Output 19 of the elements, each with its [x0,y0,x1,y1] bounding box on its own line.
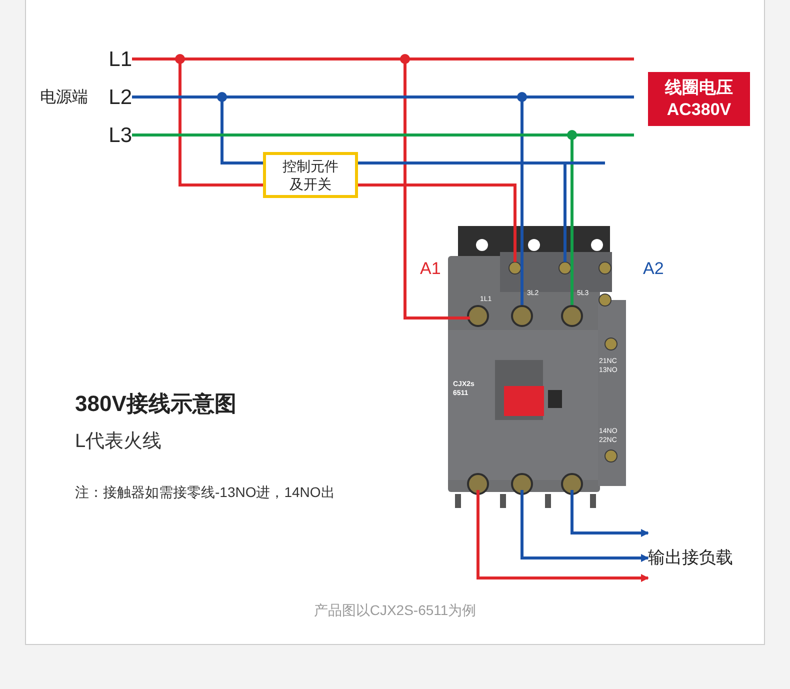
arrow [570,490,649,537]
output-label: 输出接负载 [648,547,733,570]
terminal-label: A1 [420,260,441,277]
control-switch-box: 控制元件及开关 [263,152,358,198]
description-text: L代表火线 [75,432,162,451]
terminal-label: A2 [643,260,664,277]
arrow [476,490,649,582]
diagram-title: 380V接线示意图 [75,390,236,418]
wire-line [356,162,606,264]
coil-voltage-box: 线圈电压 AC380V [648,72,750,126]
wire-line [358,184,516,262]
caption-text: 产品图以CJX2S-6511为例 [312,601,478,620]
note-text: 注：接触器如需接零线-13NO进，14NO出 [75,485,335,499]
phase-label: L1 [108,48,132,70]
phase-label: L3 [108,124,132,146]
arrow [520,490,649,562]
source-label: 电源端 [40,88,88,108]
phase-label: L2 [108,86,132,108]
wire-line [132,134,574,305]
